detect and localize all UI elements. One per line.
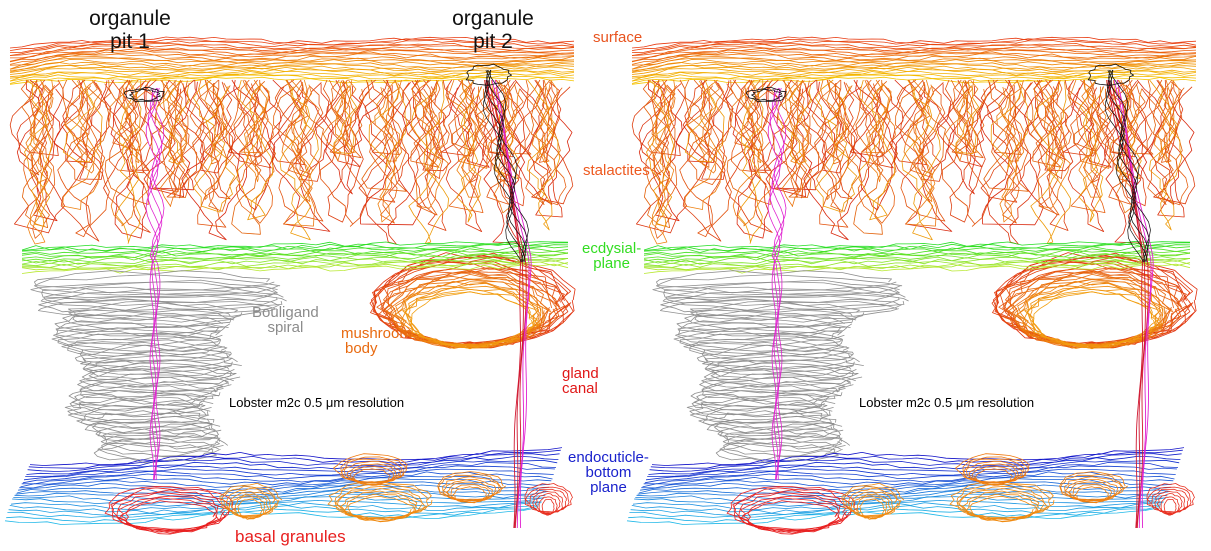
stalactite-contour	[182, 80, 247, 240]
left-caption: Lobster m2c 0.5 μm resolution	[229, 396, 404, 409]
organule-pit-2-line2: pit 2	[443, 31, 543, 52]
bouligand-line1: Bouligand	[252, 305, 319, 320]
bouligand-contour	[723, 430, 842, 453]
organule-pit-1-line1: organule	[80, 8, 180, 29]
ecdysial-line1: ecdysial-	[582, 241, 641, 256]
endocuticle-contour	[650, 454, 1182, 472]
bouligand-line2: spiral	[252, 320, 319, 335]
bouligand-contour	[89, 363, 232, 384]
surface-contour	[632, 44, 1196, 55]
left-stereo-panel	[5, 37, 575, 534]
endocuticle-contour	[28, 454, 560, 472]
organule-pit-2-label: organule pit 2	[443, 8, 543, 52]
organule-pit-2-line1: organule	[443, 8, 543, 29]
stalactite-contour	[22, 80, 53, 228]
stalactite-contour	[804, 80, 869, 240]
basal-granules-label: basal granules	[235, 528, 346, 545]
endo-line2: bottom	[568, 465, 649, 480]
stalactites-label: stalactites	[583, 163, 650, 178]
bouligand-contour	[101, 430, 220, 453]
stalactite-contour	[777, 80, 820, 190]
organule-pit-1-line2: pit 1	[80, 31, 180, 52]
endocuticle-bottom-plane-label: endocuticle- bottom plane	[568, 450, 649, 495]
endo-line1: endocuticle-	[568, 450, 649, 465]
gland-line1: gland	[562, 366, 599, 381]
gland-canal-label: gland canal	[562, 366, 599, 396]
stalactite-contour	[644, 80, 675, 228]
ecdysial-line2: plane	[582, 256, 641, 271]
stalactite-contour	[784, 80, 809, 163]
mushroom-body-label: mushroom body	[341, 326, 412, 356]
endocuticle-contour	[16, 484, 548, 497]
mushroom-line2: body	[341, 341, 412, 356]
endocuticle-contour	[638, 484, 1170, 497]
stalactite-contour	[162, 80, 187, 163]
endo-line3: plane	[568, 480, 649, 495]
mushroom-line1: mushroom	[341, 326, 412, 341]
surface-label: surface	[593, 30, 642, 45]
right-caption: Lobster m2c 0.5 μm resolution	[859, 396, 1034, 409]
stalactite-contour	[1098, 80, 1153, 204]
stalactite-contour	[155, 80, 198, 190]
gland-line2: canal	[562, 381, 599, 396]
organule-pit-1-label: organule pit 1	[80, 8, 180, 52]
right-stereo-panel	[627, 37, 1197, 534]
bouligand-contour	[711, 363, 854, 384]
bouligand-spiral-label: Bouligand spiral	[252, 305, 319, 335]
ecdysial-plane-label: ecdysial- plane	[582, 241, 641, 271]
stalactite-contour	[476, 80, 531, 204]
